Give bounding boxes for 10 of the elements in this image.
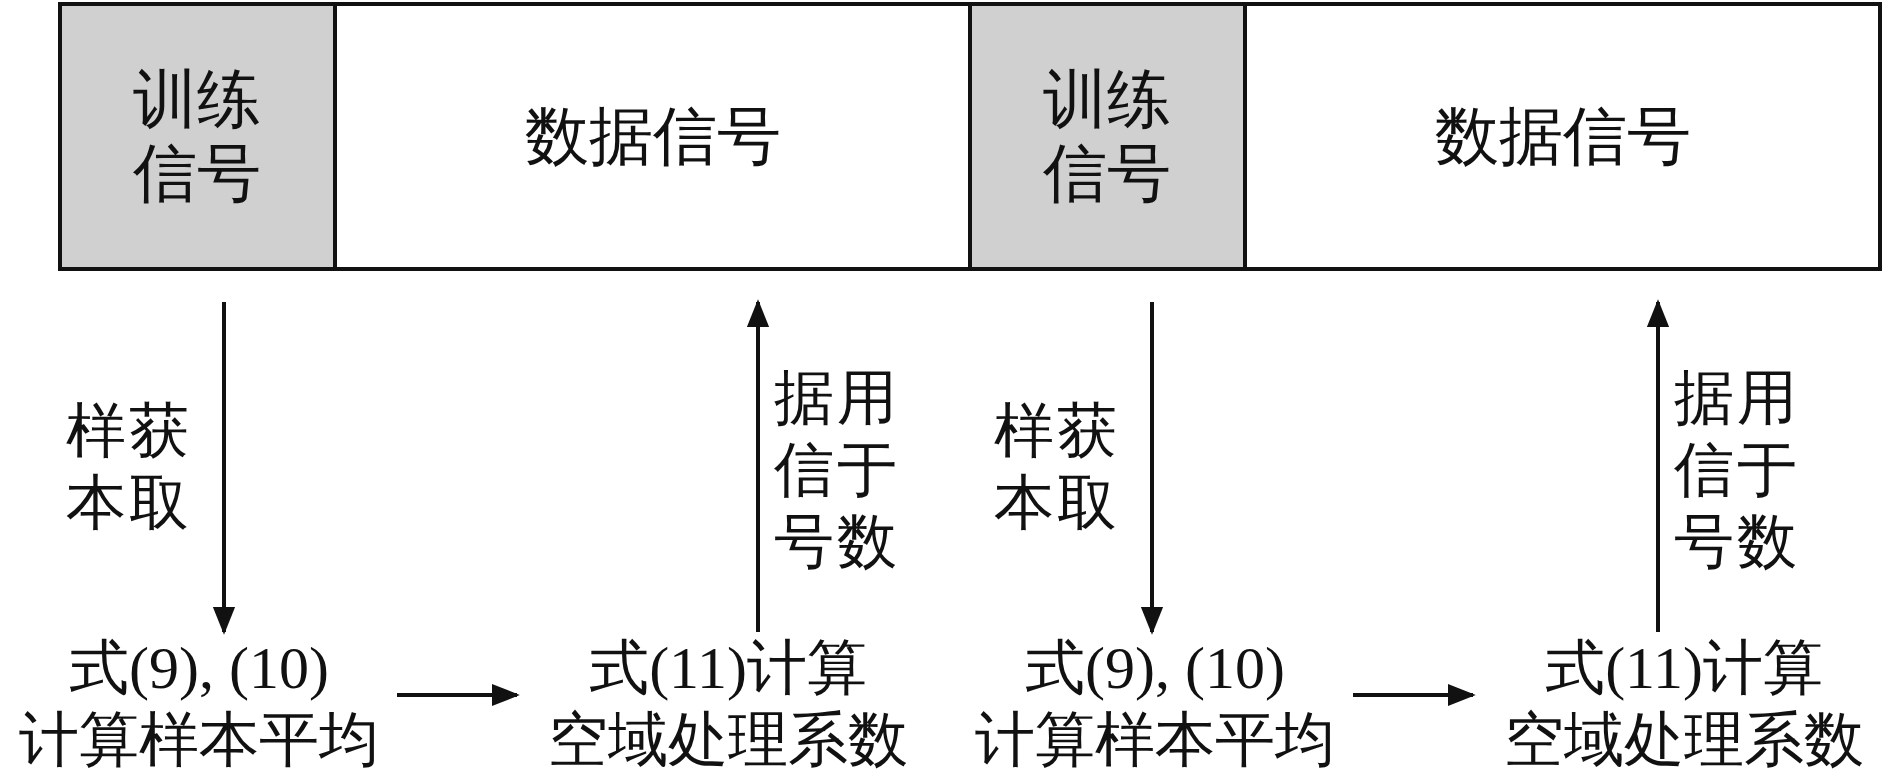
arrow <box>397 683 520 707</box>
arrow <box>1140 302 1164 635</box>
step-label: 式(11)计算空域处理系数 <box>548 632 908 776</box>
arrow <box>1353 683 1476 707</box>
arrow <box>1646 299 1670 632</box>
arrow <box>746 299 770 632</box>
step-label: 式(9), (10)计算样本平均 <box>975 632 1335 776</box>
step-label: 式(9), (10)计算样本平均 <box>19 632 379 776</box>
step-label: 式(11)计算空域处理系数 <box>1504 632 1864 776</box>
arrow <box>212 302 236 635</box>
